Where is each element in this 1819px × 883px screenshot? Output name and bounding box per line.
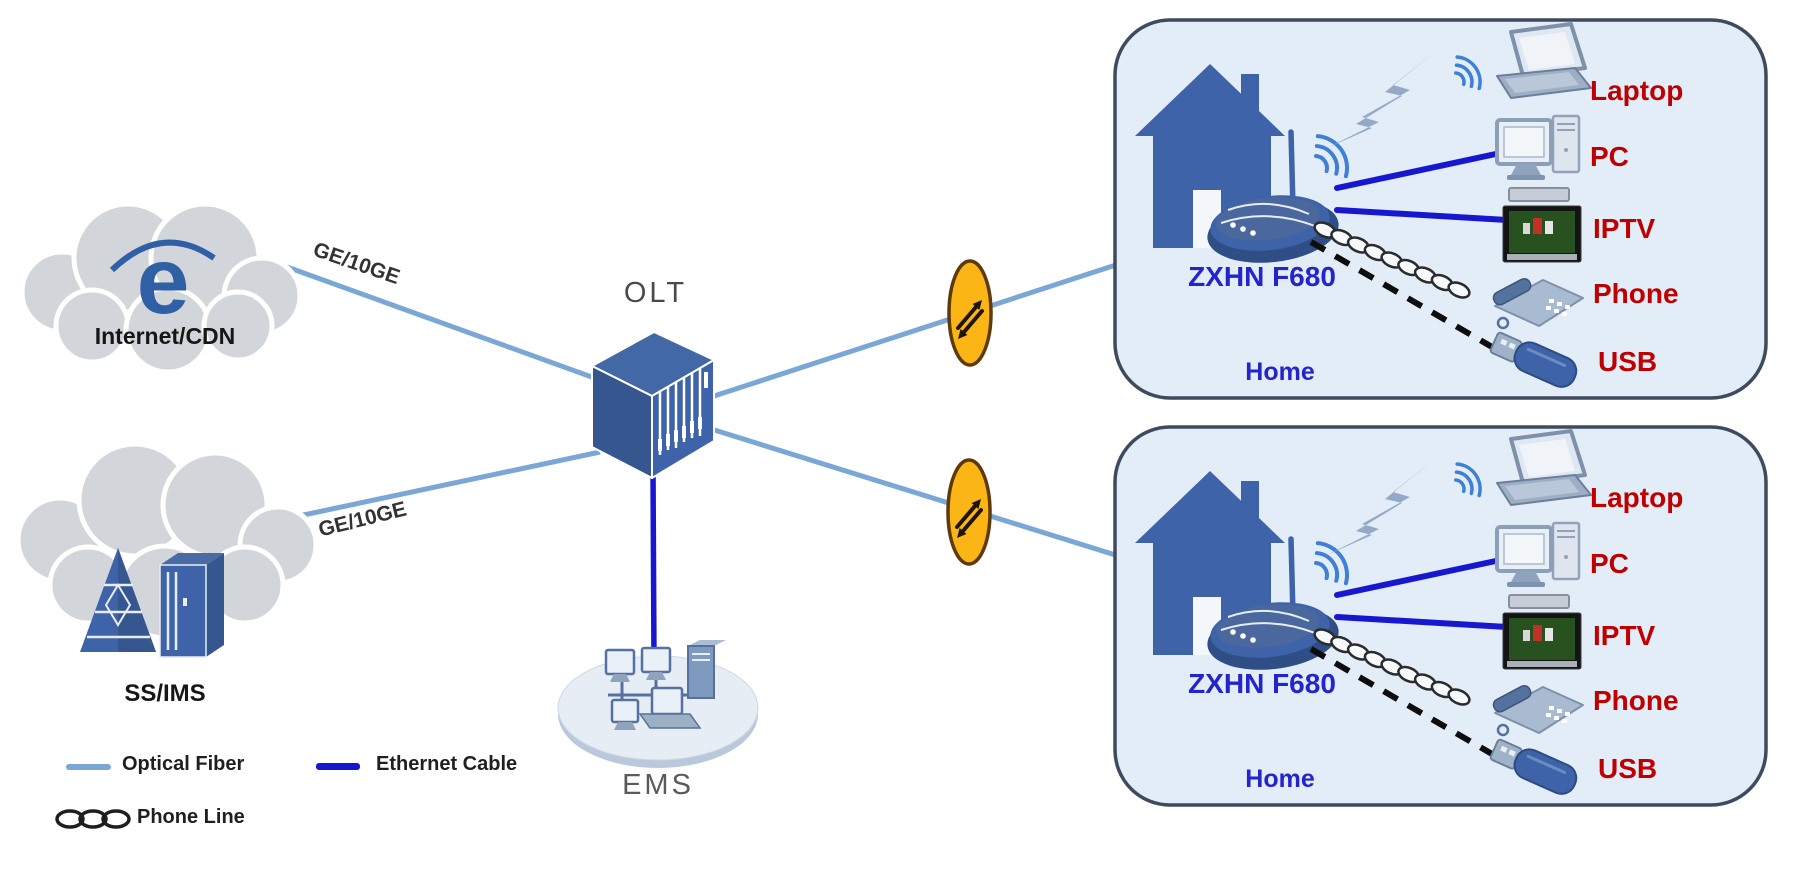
home2-ont-label: ZXHN F680 xyxy=(1188,668,1336,699)
home1-pc-label: PC xyxy=(1590,141,1629,172)
legend-optical-label: Optical Fiber xyxy=(122,753,245,775)
legend-ethernet-swatch xyxy=(316,763,360,770)
legend-phone-chain-icon xyxy=(55,809,131,829)
internet-cloud: e xyxy=(19,201,303,375)
ems-workstation-1 xyxy=(604,648,636,682)
home1-phone-label: Phone xyxy=(1593,278,1679,309)
ems-cluster-icon xyxy=(557,640,759,768)
home2-pc-label: PC xyxy=(1590,548,1629,579)
ss-ims-cloud-label: SS/IMS xyxy=(124,680,206,707)
splitter-top xyxy=(947,259,993,367)
internet-cloud-label: Internet/CDN xyxy=(94,323,236,349)
olt-label: OLT xyxy=(623,277,688,309)
ss-ims-cloud xyxy=(15,441,319,658)
home2-iptv-label: IPTV xyxy=(1593,620,1656,651)
ems-server-tower xyxy=(687,640,726,699)
home2-home-label: Home xyxy=(1245,765,1315,793)
home2-phone-label: Phone xyxy=(1593,685,1679,716)
internet-e-logo: e xyxy=(137,228,190,334)
bts-tower-icon xyxy=(80,548,156,652)
ems-workstation-2 xyxy=(640,646,672,680)
home1-home-label: Home xyxy=(1245,358,1315,386)
splitter-bottom xyxy=(946,458,992,566)
optical-fiber-links xyxy=(239,247,1126,561)
fiber-olt-home1 xyxy=(707,259,1126,401)
ethernet-olt-ems xyxy=(650,467,657,661)
ems-workstation-3 xyxy=(610,698,640,730)
legend-optical-swatch xyxy=(66,764,111,770)
home1-laptop-label: Laptop xyxy=(1590,75,1684,106)
home1-iptv-label: IPTV xyxy=(1593,213,1656,244)
fiber-olt-home2 xyxy=(707,425,1126,561)
server-cabinet-icon xyxy=(159,553,224,658)
legend-ethernet-label: Ethernet Cable xyxy=(376,753,518,775)
fiber-ssims-olt xyxy=(279,449,601,523)
ems-workstation-4 xyxy=(638,686,702,729)
home2-laptop-label: Laptop xyxy=(1590,482,1684,513)
fiber-internet-olt xyxy=(239,247,601,383)
home1-ont-label: ZXHN F680 xyxy=(1188,261,1336,292)
home2-usb-label: USB xyxy=(1598,753,1658,784)
legend-phone-label: Phone Line xyxy=(137,806,245,828)
internet-logo-swoosh xyxy=(109,239,216,273)
olt-chassis-icon xyxy=(591,331,715,479)
ems-label: EMS xyxy=(622,769,694,801)
home1-usb-label: USB xyxy=(1598,346,1658,377)
